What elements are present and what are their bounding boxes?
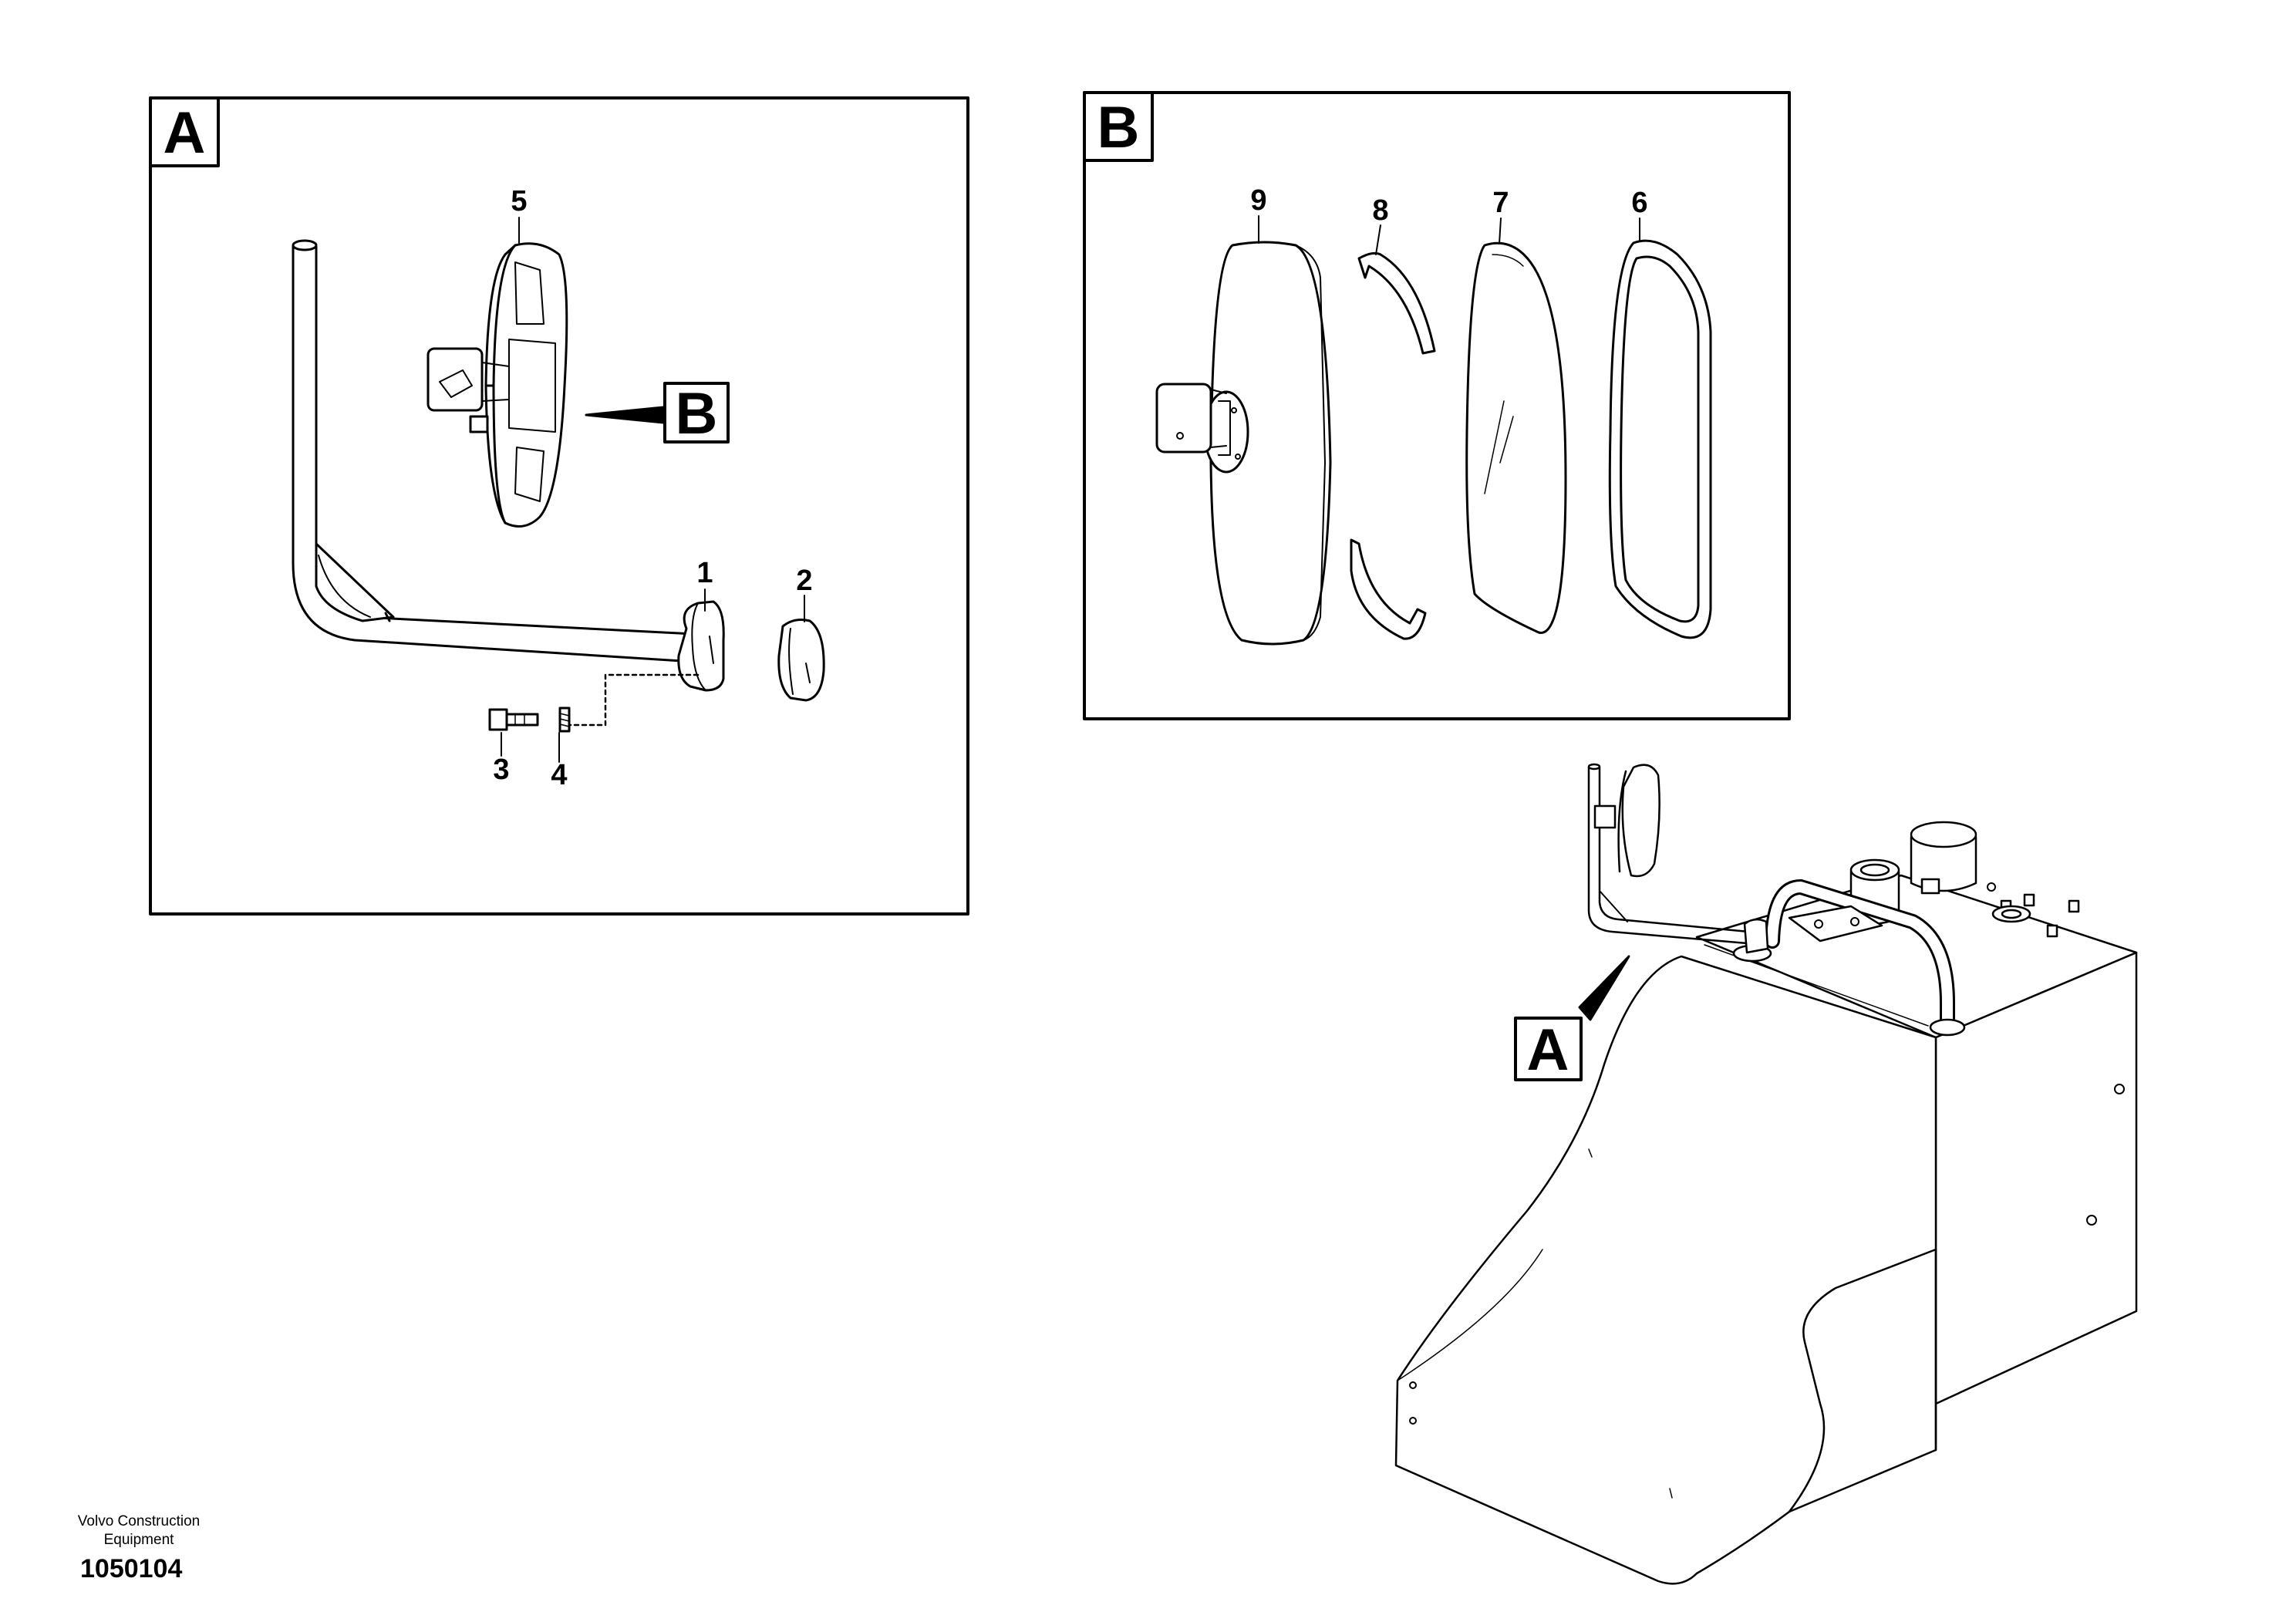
reference-a-pointer: A — [1514, 955, 1630, 1083]
mirror-arm-bracket — [292, 239, 696, 663]
assembly-line — [565, 673, 700, 727]
part-9-mirror-housing — [1155, 241, 1332, 646]
part-2-cover — [777, 619, 825, 702]
detail-b-callouts: 9 8 7 6 — [1250, 184, 1648, 255]
part-6-seal-frame — [1608, 239, 1712, 639]
reference-a-box — [1514, 1017, 1583, 1081]
reference-b-box — [663, 382, 730, 443]
callout-8: 8 — [1372, 194, 1388, 227]
detail-a-callouts: 1 2 3 4 5 — [493, 185, 812, 791]
reference-b-label: B — [676, 381, 718, 447]
part-3-bolt — [488, 708, 539, 731]
part-7-mirror-glass — [1465, 241, 1567, 634]
detail-b-label: B — [1097, 95, 1140, 160]
machine-mirror — [1587, 763, 1769, 954]
part-5-mirror-assembly — [426, 242, 568, 528]
detail-a-frame: A — [149, 96, 969, 916]
detail-a-label: A — [164, 100, 206, 166]
detail-a-label-box — [149, 96, 220, 167]
part-8-retaining-clips — [1350, 251, 1436, 640]
detail-b-frame: B — [1083, 91, 1791, 720]
detail-b-label-box — [1083, 91, 1154, 162]
callout-6: 6 — [1631, 187, 1647, 219]
reference-a-label: A — [1527, 1017, 1569, 1083]
callout-3: 3 — [493, 754, 509, 786]
callout-4: 4 — [551, 759, 567, 791]
drawing-number: 1050104 — [80, 1554, 183, 1583]
callout-1: 1 — [696, 557, 713, 589]
reference-b-pointer: B — [585, 381, 730, 447]
callout-9: 9 — [1250, 184, 1266, 217]
callout-2: 2 — [796, 565, 812, 597]
callout-5: 5 — [511, 185, 527, 218]
callout-7: 7 — [1492, 187, 1509, 219]
footer-brand: Volvo Construction Equipment — [77, 1513, 201, 1548]
hood-fixtures — [1732, 821, 2080, 1037]
part-4-screw — [558, 706, 571, 733]
part-1-clamp — [677, 600, 725, 692]
machine-hood — [1394, 874, 2138, 1585]
